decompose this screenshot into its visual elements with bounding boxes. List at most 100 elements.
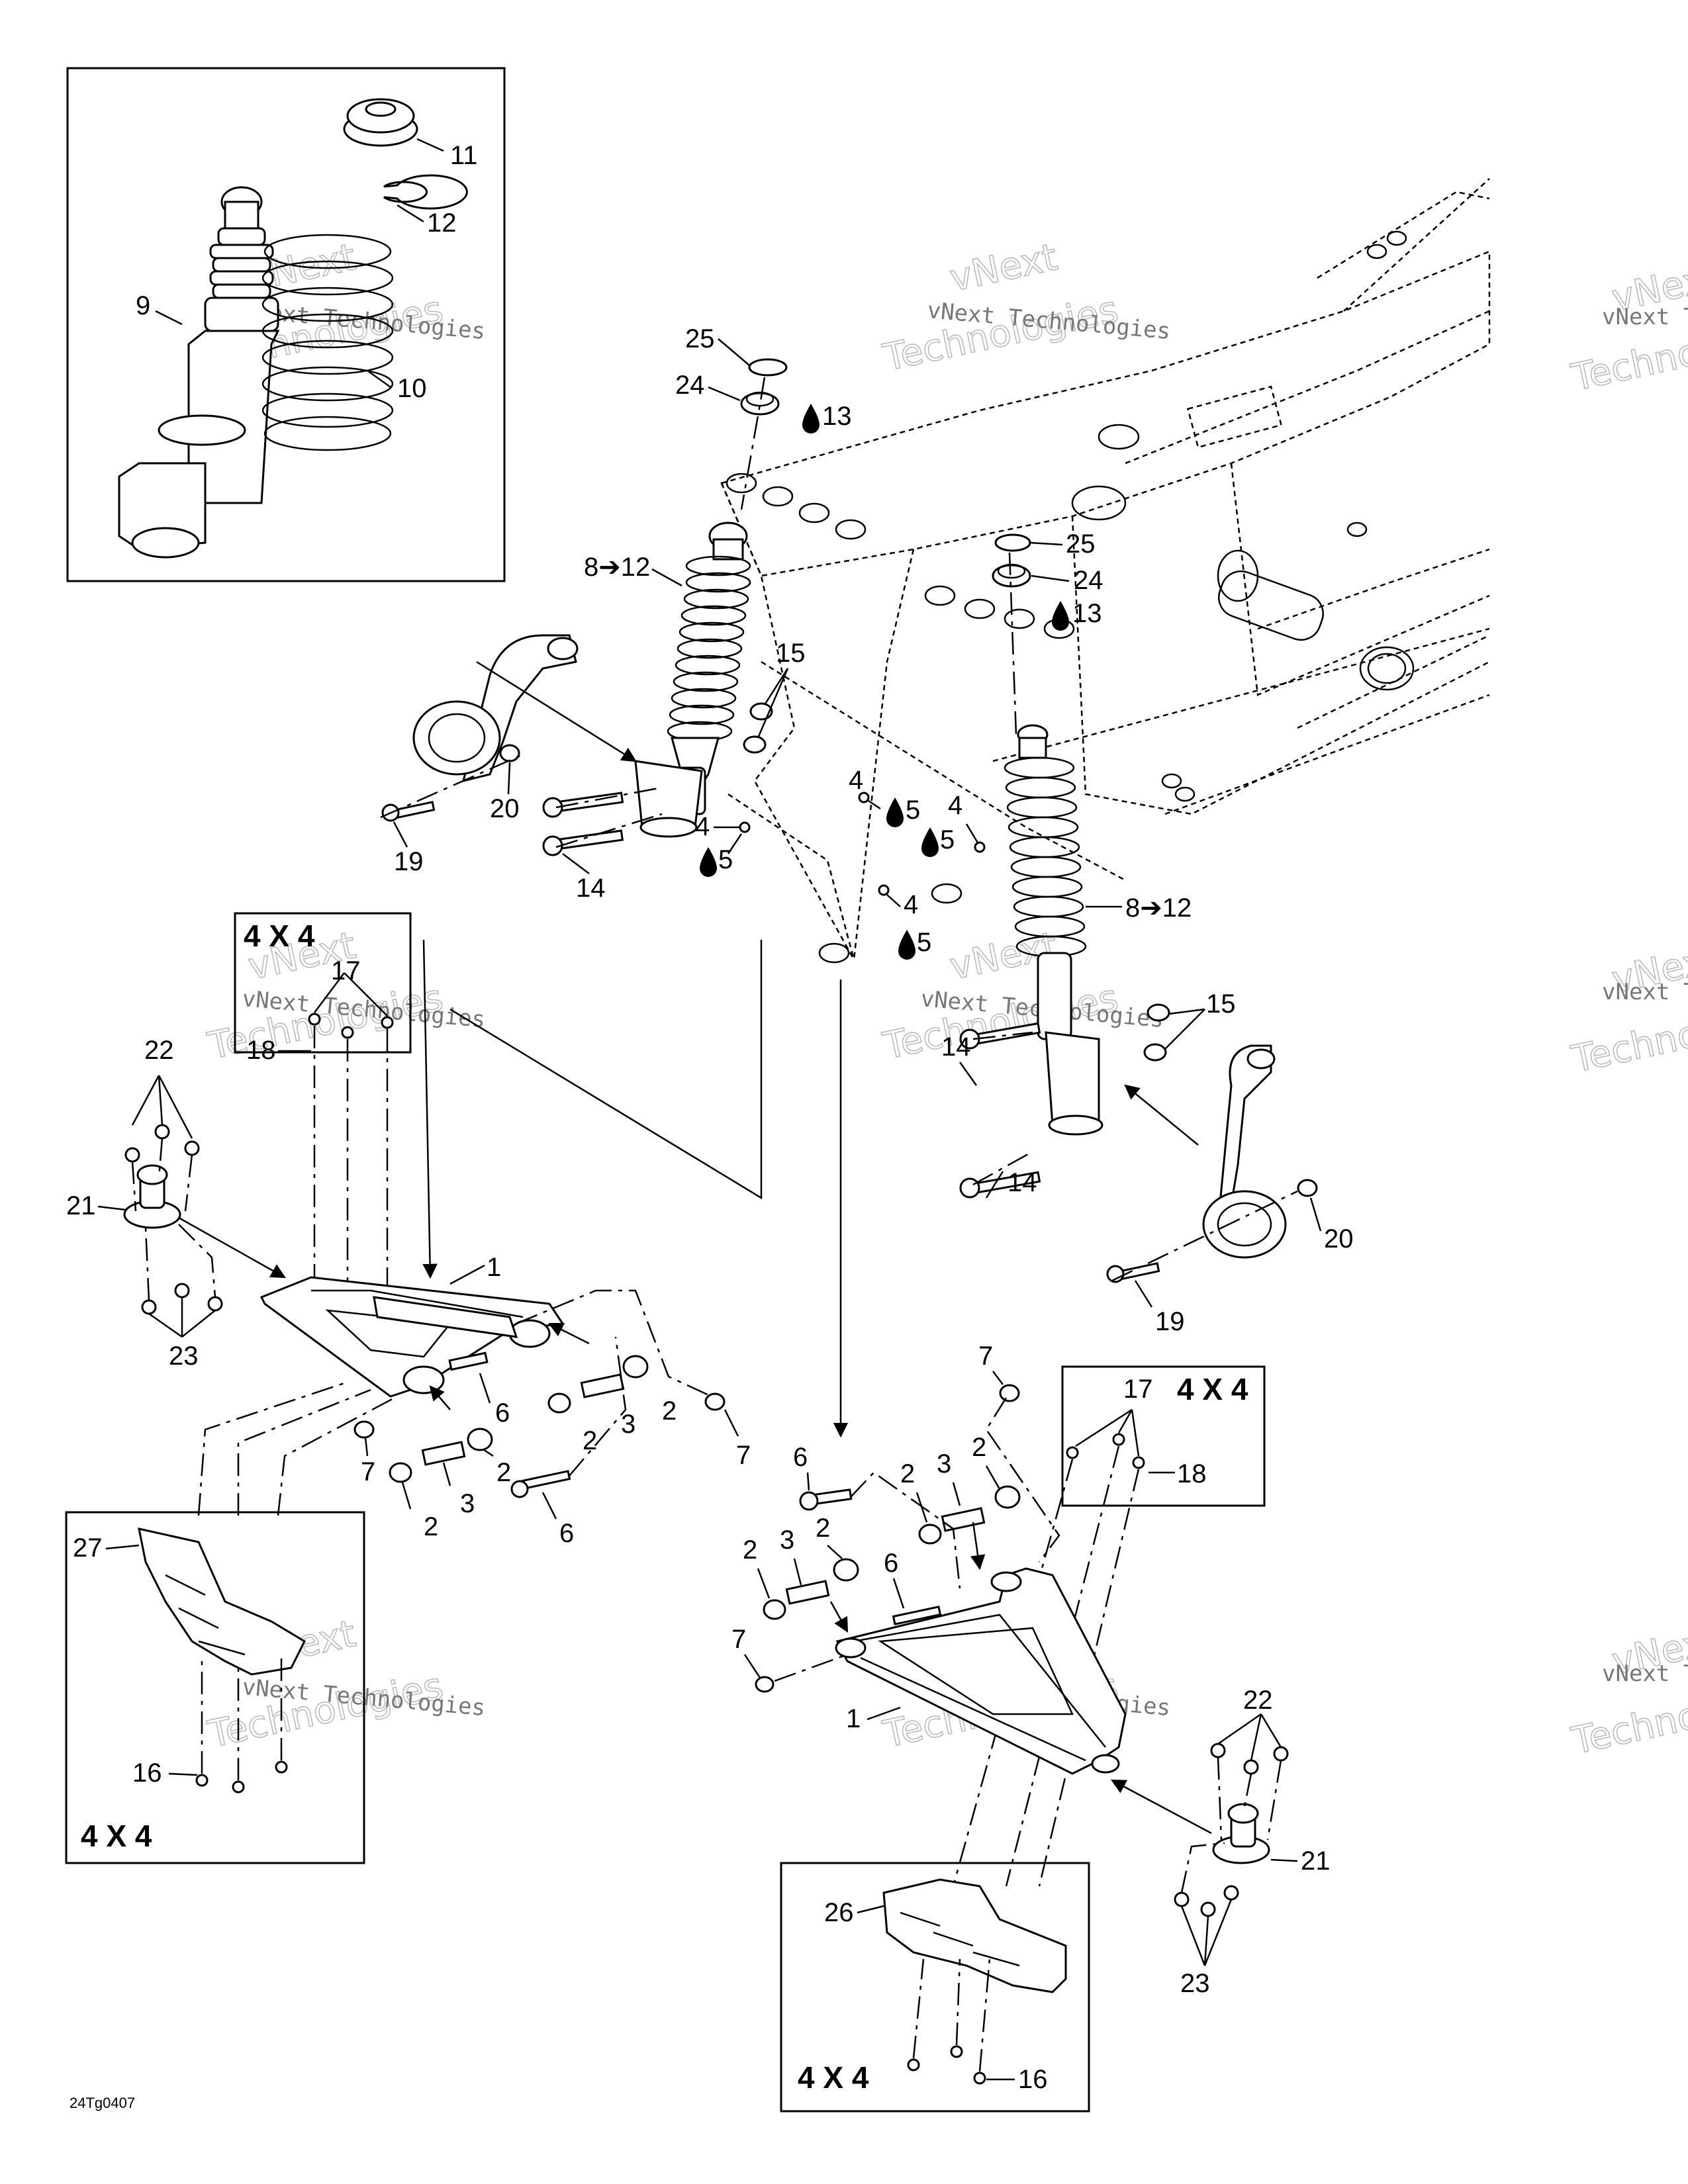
- svg-text:vNext Technologies: vNext Technologies: [1602, 1661, 1688, 1687]
- callout-22: 22: [1243, 1686, 1273, 1715]
- left-shock-assembly: [634, 522, 751, 838]
- left-steering-knuckle: [412, 634, 579, 783]
- callout-2: 2: [583, 1426, 597, 1455]
- svg-text:vNext: vNext: [946, 236, 1061, 300]
- callout-17: 17: [331, 956, 361, 985]
- callout-9: 9: [136, 291, 150, 320]
- 4x4-box-left-upper: 4 X 4 17 18: [234, 912, 412, 1291]
- callout-6: 6: [793, 1443, 808, 1472]
- watermark: vNext Technologies vNext Technologies: [1568, 936, 1688, 1081]
- callout-18: 18: [1177, 1459, 1207, 1488]
- callout-26: 26: [824, 1898, 854, 1927]
- callout-5: 5: [906, 796, 920, 825]
- callout-16: 16: [132, 1758, 162, 1788]
- callout-20: 20: [1324, 1224, 1354, 1253]
- coil-spring-part: [261, 234, 394, 451]
- callout-3: 3: [937, 1449, 951, 1479]
- spring-seat-part: [343, 98, 418, 147]
- callout-7: 7: [736, 1441, 751, 1470]
- callout-27: 27: [73, 1533, 103, 1563]
- callout-1: 1: [846, 1704, 861, 1733]
- left-arm-hardware: 1 6 2 3 2 7 7 2 3 2 6: [353, 1253, 751, 1548]
- grease-drop-icon: [802, 404, 820, 433]
- watermark: vNext Technologies vNext Technologies: [1568, 1618, 1688, 1763]
- callout-18: 18: [246, 1036, 276, 1065]
- callout-7: 7: [731, 1625, 746, 1654]
- callout-13: 13: [822, 402, 852, 431]
- grease-drop-icon: [700, 847, 717, 877]
- right-lower-a-arm: [835, 1567, 1127, 1775]
- callout-17: 17: [1123, 1375, 1153, 1404]
- callout-2: 2: [662, 1396, 677, 1426]
- callout-6: 6: [884, 1549, 898, 1578]
- callout-14: 14: [1008, 1168, 1037, 1197]
- callout-19: 19: [394, 847, 424, 876]
- right-shock-assembly: [1004, 724, 1103, 1136]
- grease-drop-icon: [921, 827, 939, 857]
- 4x4-box-right-skid: 26 16 4 X 4: [780, 1862, 1090, 2113]
- left-lower-a-arm: [259, 1276, 565, 1398]
- callout-7: 7: [978, 1342, 993, 1371]
- watermark: vNext Technologies vNext Technologies: [879, 235, 1172, 380]
- svg-text:vNext Technologies: vNext Technologies: [1602, 304, 1688, 330]
- callout-5: 5: [917, 928, 931, 957]
- callout-10: 10: [397, 374, 427, 403]
- callout-4: 4: [948, 791, 962, 820]
- watermark: vNext Technologies vNext Technologies: [1568, 255, 1688, 400]
- shock-absorber-part: [118, 186, 280, 559]
- callout-2: 2: [900, 1459, 915, 1488]
- spring-retainer-part: [383, 174, 468, 210]
- left-ball-joint-group: 22 21 23: [66, 1036, 286, 1371]
- callout-3: 3: [780, 1525, 794, 1555]
- callout-23: 23: [169, 1342, 199, 1371]
- grease-drop-icon: [886, 797, 904, 827]
- callout-8-12: 8➔12: [584, 553, 650, 582]
- callout-2: 2: [496, 1458, 511, 1487]
- callout-14: 14: [941, 1032, 971, 1062]
- callout-14: 14: [576, 874, 606, 903]
- callout-4: 4: [849, 766, 863, 795]
- callout-2: 2: [743, 1535, 757, 1565]
- callout-6: 6: [559, 1519, 574, 1548]
- callout-23: 23: [1180, 1969, 1210, 1998]
- right-ball-joint-group: 22 21 23: [1111, 1686, 1331, 1998]
- callout-22: 22: [144, 1036, 174, 1065]
- callout-11: 11: [450, 141, 478, 170]
- vehicle-frame: [720, 178, 1491, 964]
- callout-4: 4: [904, 890, 918, 919]
- shock-detail-inset: 11 12 9 10: [66, 67, 506, 582]
- callout-3: 3: [460, 1489, 475, 1518]
- callout-15: 15: [776, 639, 806, 668]
- callout-13: 13: [1072, 599, 1102, 628]
- upper-callouts: 25 24 13 8➔12 25 24 13 15 20 19 14 4 5 4…: [393, 324, 1354, 1336]
- callout-21: 21: [66, 1191, 96, 1220]
- callout-24: 24: [1074, 566, 1103, 595]
- callout-16: 16: [1018, 2065, 1048, 2094]
- callout-2: 2: [972, 1433, 986, 1462]
- callout-7: 7: [361, 1457, 375, 1486]
- right-steering-knuckle: [1202, 1044, 1287, 1259]
- tag-4x4: 4 X 4: [244, 919, 315, 953]
- tag-4x4: 4 X 4: [1177, 1372, 1248, 1406]
- grease-drop-icon: [1052, 601, 1069, 631]
- callout-2: 2: [816, 1514, 830, 1543]
- callout-1: 1: [487, 1253, 501, 1282]
- callout-25: 25: [685, 324, 715, 353]
- svg-text:vNext Technologies: vNext Technologies: [1602, 979, 1688, 1005]
- grease-drop-icon: [898, 930, 915, 960]
- 4x4-box-left-skid: 27 16 4 X 4: [65, 1382, 398, 1864]
- callout-4: 4: [695, 812, 710, 841]
- callout-20: 20: [490, 794, 520, 823]
- callout-15: 15: [1206, 989, 1236, 1019]
- callout-6: 6: [495, 1398, 510, 1428]
- callout-24: 24: [675, 371, 705, 400]
- callout-3: 3: [621, 1410, 635, 1439]
- callout-19: 19: [1155, 1307, 1185, 1336]
- callout-2: 2: [424, 1512, 438, 1541]
- right-arm-hardware: 7 6 2 3 2 2 3 2 6 7 1: [731, 1342, 1060, 1733]
- callout-12: 12: [427, 208, 457, 238]
- callout-21: 21: [1301, 1846, 1331, 1876]
- tag-4x4: 4 X 4: [798, 2060, 869, 2095]
- inset-frame: [66, 67, 506, 582]
